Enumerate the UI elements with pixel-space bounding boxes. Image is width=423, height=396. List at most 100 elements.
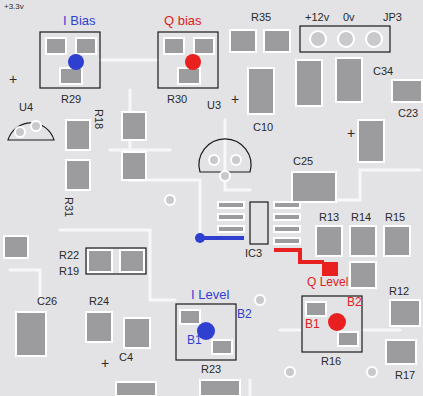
pad — [386, 340, 416, 364]
pad — [86, 312, 112, 342]
silkscreen-label: R35 — [250, 12, 272, 23]
via — [367, 367, 377, 377]
pcb-trace — [362, 329, 400, 332]
via — [209, 155, 219, 165]
pad — [194, 38, 214, 54]
ic-pad — [274, 214, 300, 220]
pot-label: B2 — [346, 296, 363, 308]
pad — [122, 152, 146, 180]
silkscreen-label: + — [230, 92, 240, 106]
silkscreen-label: JP3 — [382, 12, 403, 23]
header-outline — [300, 26, 390, 52]
blue-dot — [68, 54, 84, 70]
pot-label: Q Level — [306, 276, 349, 288]
pad — [306, 302, 326, 316]
pcb-trace — [10, 270, 40, 300]
via — [220, 171, 230, 181]
ic-pad — [274, 238, 300, 244]
ic-outline — [250, 202, 268, 244]
silkscreen-label: R13 — [318, 212, 340, 223]
pcb-trace — [100, 59, 158, 62]
silkscreen-label: R22 — [58, 250, 80, 261]
pad — [350, 262, 376, 288]
silkscreen-label: IC3 — [244, 248, 263, 259]
silkscreen-label: R23 — [200, 364, 222, 375]
pad — [296, 60, 322, 106]
silkscreen-label: R14 — [350, 212, 372, 223]
pot-label: B1 — [186, 334, 203, 346]
trimmer-outline — [176, 304, 236, 360]
pot-label: B1 — [304, 318, 321, 330]
pad — [124, 318, 150, 348]
pcb-trace — [280, 329, 300, 332]
pad — [4, 236, 28, 258]
silkscreen-label: C10 — [252, 122, 274, 133]
pad — [212, 340, 232, 354]
red-dot — [328, 313, 346, 331]
pad — [116, 382, 156, 396]
ic-pad — [218, 202, 244, 208]
header-pin — [310, 31, 326, 47]
pad — [164, 38, 184, 54]
silkscreen-label: R17 — [394, 370, 416, 381]
silkscreen-label: R15 — [384, 212, 406, 223]
pad — [122, 112, 146, 140]
red-dot — [185, 54, 201, 70]
pot-label: Q bias — [163, 14, 203, 27]
silkscreen-label: 0v — [342, 12, 356, 23]
silkscreen-label: U4 — [18, 102, 34, 113]
via — [165, 195, 175, 205]
pot-label: B2 — [236, 308, 253, 320]
blue-trace — [200, 236, 244, 240]
silkscreen-label: R18 — [93, 108, 104, 130]
pad — [336, 58, 362, 102]
pad — [392, 80, 422, 102]
pad — [16, 312, 46, 356]
silkscreen-label: + — [346, 126, 356, 140]
via — [285, 367, 295, 377]
trimmer-outline — [158, 32, 218, 88]
pad — [88, 250, 112, 272]
via — [231, 155, 241, 165]
pad — [178, 68, 200, 84]
trimmer-outline — [40, 32, 100, 88]
pad — [66, 160, 90, 190]
blue-via — [195, 233, 205, 243]
resistor-outline — [86, 248, 146, 274]
pad — [350, 226, 376, 256]
regulator-outline — [199, 139, 251, 172]
pot-label: I Level — [190, 288, 230, 301]
silkscreen-label: R12 — [388, 286, 410, 297]
via — [255, 295, 265, 305]
trimmer-outline — [302, 296, 362, 352]
pad — [200, 380, 240, 396]
pad — [316, 226, 342, 256]
ic-pad — [274, 226, 300, 232]
silkscreen-label: +3.3v — [3, 3, 25, 11]
silkscreen-label: R29 — [60, 94, 82, 105]
pcb-trace — [60, 230, 175, 300]
silkscreen-label: U3 — [206, 100, 222, 111]
pad — [390, 300, 420, 326]
ic-pad — [218, 226, 244, 232]
silkscreen-label: R31 — [63, 196, 74, 218]
silkscreen-label: R19 — [58, 266, 80, 277]
pad — [76, 38, 96, 54]
header-pin — [366, 31, 382, 47]
silkscreen-label: + — [8, 72, 18, 86]
silkscreen-label: R24 — [88, 296, 110, 307]
pad — [46, 38, 66, 54]
header-pin — [338, 31, 354, 47]
silkscreen-label: C34 — [372, 66, 394, 77]
pcb-trace — [249, 380, 252, 396]
via — [15, 127, 25, 137]
ic-pad — [274, 202, 300, 208]
silkscreen-label: C4 — [118, 352, 134, 363]
pad — [66, 120, 90, 150]
pad — [292, 172, 336, 202]
silkscreen-label: R16 — [320, 356, 342, 367]
ic-pad — [218, 214, 244, 220]
pad — [264, 30, 290, 52]
silkscreen-label: C26 — [36, 296, 58, 307]
